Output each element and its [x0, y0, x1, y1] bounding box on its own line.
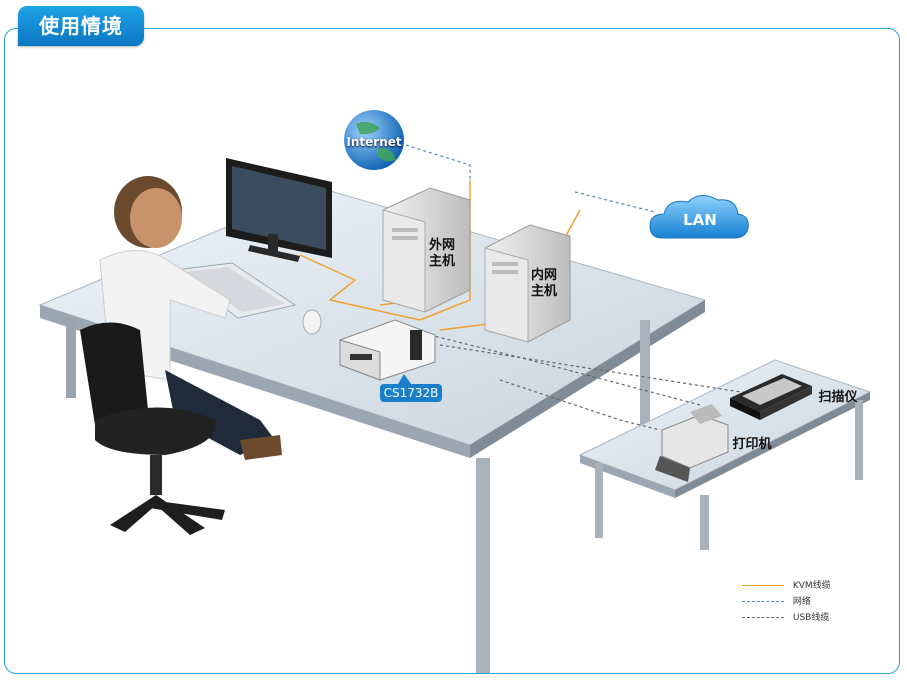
legend-usb-line [742, 617, 784, 618]
internet-label: Internet [346, 135, 402, 149]
legend-network-label: 网络 [792, 597, 811, 607]
outer-host-tower [382, 187, 471, 313]
lan-label: LAN [683, 211, 717, 229]
legend-kvm-label: KVM线缆 [792, 581, 831, 591]
usb-cables [429, 334, 761, 431]
scanner-label: 扫描仪 [818, 390, 858, 405]
legend-usb-label: USB线缆 [792, 613, 830, 623]
printer-device [655, 404, 729, 482]
network-cables [405, 144, 656, 213]
diagram-frame [4, 28, 900, 674]
monitor [226, 158, 332, 262]
inner-host-label-line1: 内网 [530, 268, 557, 283]
kvm-switch [339, 319, 436, 381]
inner-host-tower [484, 224, 571, 343]
legend-network: 网络 [742, 594, 811, 607]
office-chair [80, 322, 225, 535]
device-callout [380, 374, 442, 402]
device-label: CS1732B [383, 386, 439, 400]
inner-host-label: 内网 主机 [527, 268, 561, 300]
legend-usb: USB线缆 [742, 610, 829, 623]
outer-host-label-line1: 外网 [428, 238, 455, 253]
legend-network-line [742, 601, 784, 602]
printer-label: 打印机 [732, 437, 772, 452]
section-title: 使用情境 [18, 6, 144, 46]
inner-host-label-line2: 主机 [530, 284, 557, 299]
legend-kvm-line [742, 585, 784, 586]
side-table [578, 359, 872, 550]
scanner-device [730, 374, 812, 420]
lan-cloud-icon [649, 195, 749, 239]
outer-host-label: 外网 主机 [425, 238, 459, 270]
mouse [302, 309, 322, 335]
outer-host-label-line2: 主机 [428, 254, 455, 269]
internet-globe-icon [344, 110, 404, 170]
legend-kvm: KVM线缆 [742, 578, 831, 591]
